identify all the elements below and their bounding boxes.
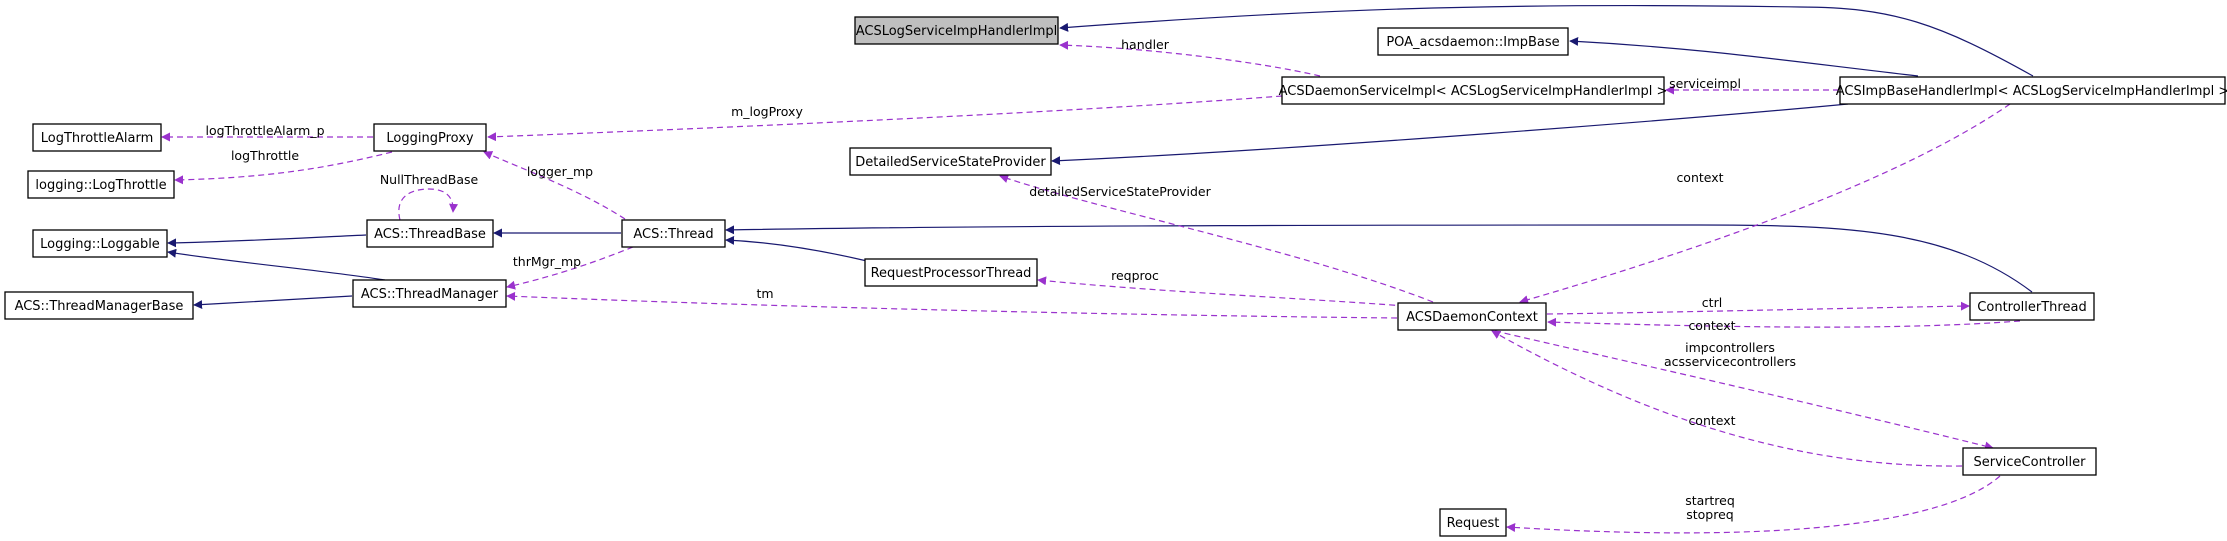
usage-edge-acsimp-base-handler-impl-to-acsdaemon-context — [1519, 103, 2011, 305]
class-box — [1839, 76, 2226, 105]
class-node-request[interactable]: Request — [1439, 508, 1507, 537]
usage-edge-acsdaemon-context-to-controller-thread — [1546, 301, 1970, 315]
class-label: DetailedServiceStateProvider — [855, 155, 1046, 170]
class-label: Request — [1447, 516, 1500, 531]
class-label: ACS::ThreadManagerBase — [15, 299, 184, 314]
class-box — [32, 229, 168, 258]
class-node-acsimp-base-handler-impl[interactable]: ACSImpBaseHandlerImpl< ACSLogServiceImpH… — [1836, 76, 2227, 105]
class-node-controller-thread[interactable]: ControllerThread — [1969, 292, 2095, 321]
edge-label-thr-mgr-mp: thrMgr_mp — [513, 254, 581, 269]
class-box — [1281, 76, 1665, 105]
class-label: LoggingProxy — [386, 131, 473, 146]
class-box — [1969, 292, 2095, 321]
class-label: RequestProcessorThread — [871, 266, 1032, 281]
class-box — [1377, 27, 1569, 56]
usage-edge-acs-thread-base-to-acs-thread-base — [398, 188, 459, 221]
edge-label-reqproc: reqproc — [1111, 268, 1159, 283]
class-label: Logging::Loggable — [40, 237, 160, 252]
class-node-log-throttle-alarm[interactable]: LogThrottleAlarm — [32, 123, 162, 152]
class-label: logging::LogThrottle — [35, 178, 166, 193]
class-node-acsdaemon-service-impl[interactable]: ACSDaemonServiceImpl< ACSLogServiceImpHa… — [1279, 76, 1668, 105]
inheritance-edge-request-processor-thread-to-acs-thread — [725, 235, 868, 262]
usage-edge-acsdaemon-context-to-detailed-service-state-provider — [999, 174, 1434, 303]
class-box — [32, 123, 162, 152]
edge-labels-layer: handlerserviceimplm_logProxylogThrottleA… — [205, 37, 1796, 522]
edge-label-log-throttle: logThrottle — [231, 148, 299, 163]
class-node-acsdaemon-context[interactable]: ACSDaemonContext — [1397, 302, 1547, 331]
class-label: ACS::Thread — [633, 227, 713, 242]
edge-label-null-thread-base: NullThreadBase — [380, 172, 479, 187]
class-label: ACSDaemonContext — [1406, 310, 1538, 325]
edges-layer — [161, 4, 2034, 534]
class-box — [621, 219, 726, 248]
edge-label-log-throttle-alarm-p: logThrottleAlarm_p — [205, 123, 324, 138]
usage-edge-service-controller-to-acsdaemon-context — [1491, 330, 1963, 467]
usage-edge-acsdaemon-service-impl-to-logging-proxy — [487, 95, 1283, 142]
class-box — [27, 170, 175, 199]
inheritance-edge-acsimp-base-handler-impl-to-acslog-service-imp-handler-impl — [1059, 4, 2034, 77]
edge-label-tm: tm — [756, 286, 773, 301]
class-node-acs-thread-base[interactable]: ACS::ThreadBase — [366, 219, 494, 248]
usage-edge-service-controller-to-request — [1506, 475, 2001, 534]
inheritance-edge-acs-thread-manager-to-logging-loggable — [167, 248, 386, 281]
inheritance-edge-acsimp-base-handler-impl-to-poa-acsdaemon-imp-base — [1569, 36, 1919, 77]
class-box — [4, 291, 194, 320]
edge-label-detailed-service-state-provider: detailedServiceStateProvider — [1029, 184, 1211, 199]
class-label: ACS::ThreadManager — [361, 287, 499, 302]
class-label: POA_acsdaemon::ImpBase — [1386, 35, 1559, 50]
class-box — [1439, 508, 1507, 537]
edge-label-logger-mp: logger_mp — [527, 164, 593, 179]
class-node-logging-proxy[interactable]: LoggingProxy — [373, 123, 487, 152]
inheritance-edge-acs-thread-manager-to-acs-thread-manager-base — [193, 295, 353, 310]
class-label: ServiceController — [1974, 455, 2087, 470]
class-box — [864, 258, 1038, 287]
class-label: ACSImpBaseHandlerImpl< ACSLogServiceImpH… — [1836, 84, 2227, 99]
inheritance-edge-acs-thread-base-to-logging-loggable — [167, 234, 367, 248]
class-node-acs-thread[interactable]: ACS::Thread — [621, 219, 726, 248]
usage-edge-acsdaemon-context-to-service-controller — [1494, 330, 1994, 451]
inheritance-edge-controller-thread-to-acs-thread — [725, 224, 2033, 293]
class-box — [1962, 447, 2097, 476]
class-label: LogThrottleAlarm — [41, 131, 153, 146]
class-box — [854, 16, 1059, 45]
usage-edge-controller-thread-to-acsdaemon-context — [1547, 317, 2021, 328]
class-node-logging-log-throttle[interactable]: logging::LogThrottle — [27, 170, 175, 199]
usage-edge-acsdaemon-service-impl-to-acslog-service-imp-handler-impl — [1059, 40, 1321, 77]
usage-edge-logging-proxy-to-logging-log-throttle — [174, 151, 393, 185]
class-box — [352, 279, 507, 308]
class-node-logging-loggable[interactable]: Logging::Loggable — [32, 229, 168, 258]
edge-label-ctrl: ctrl — [1702, 295, 1722, 310]
class-box — [849, 147, 1052, 176]
usage-edge-acs-thread-to-logging-proxy — [483, 151, 626, 220]
edge-label-context: context — [1676, 170, 1723, 185]
class-node-acs-thread-manager[interactable]: ACS::ThreadManager — [352, 279, 507, 308]
edge-label-handler: handler — [1121, 37, 1170, 52]
class-node-acslog-service-imp-handler-impl[interactable]: ACSLogServiceImpHandlerImpl — [854, 16, 1059, 45]
inheritance-edge-acsimp-base-handler-impl-to-detailed-service-state-provider — [1051, 103, 1849, 166]
usage-edge-acsdaemon-context-to-request-processor-thread — [1037, 276, 1406, 307]
class-node-request-processor-thread[interactable]: RequestProcessorThread — [864, 258, 1038, 287]
nodes-layer: ACSLogServiceImpHandlerImplPOA_acsdaemon… — [4, 16, 2227, 537]
class-node-acs-thread-manager-base[interactable]: ACS::ThreadManagerBase — [4, 291, 194, 320]
class-node-poa-acsdaemon-imp-base[interactable]: POA_acsdaemon::ImpBase — [1377, 27, 1569, 56]
class-box — [366, 219, 494, 248]
edge-label-m-log-proxy: m_logProxy — [731, 104, 803, 119]
edge-label-serviceimpl: serviceimpl — [1669, 76, 1741, 91]
class-label: ControllerThread — [1977, 300, 2086, 315]
usage-edge-acsdaemon-context-to-acs-thread-manager — [506, 291, 1398, 319]
class-label: ACSDaemonServiceImpl< ACSLogServiceImpHa… — [1279, 84, 1668, 99]
class-box — [1397, 302, 1547, 331]
class-node-detailed-service-state-provider[interactable]: DetailedServiceStateProvider — [849, 147, 1052, 176]
class-label: ACS::ThreadBase — [374, 227, 486, 242]
edge-label-context: context — [1688, 318, 1735, 333]
usage-edge-acs-thread-to-acs-thread-manager — [506, 246, 634, 290]
edge-label-context: context — [1688, 413, 1735, 428]
class-node-service-controller[interactable]: ServiceController — [1962, 447, 2097, 476]
class-box — [373, 123, 487, 152]
class-label: ACSLogServiceImpHandlerImpl — [856, 24, 1058, 39]
